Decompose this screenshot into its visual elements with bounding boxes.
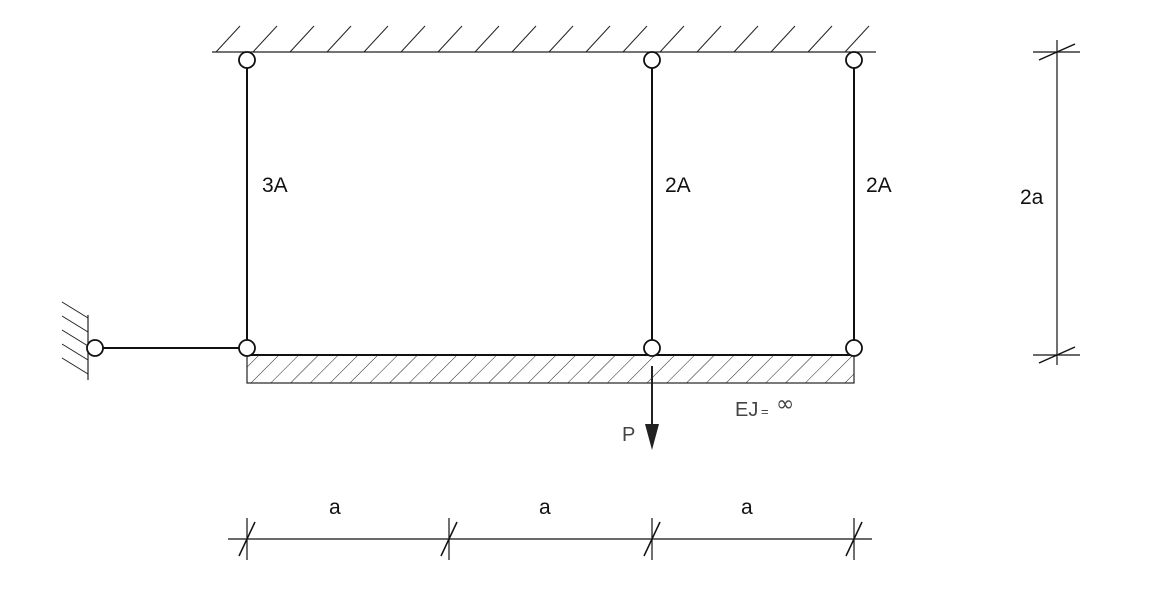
bar-right-label: 2A [866, 174, 892, 197]
stiffness-value: ∞ [776, 392, 794, 417]
hatch-stroke [440, 521, 458, 557]
hinge-top-right [845, 51, 863, 69]
hatch-stroke [548, 25, 574, 53]
hatch-stroke [643, 521, 661, 557]
span-2-label: a [539, 496, 551, 519]
span-1-label: a [329, 496, 341, 519]
beam-stiffness-label: EJ = ∞ [735, 392, 794, 421]
hatch-stroke [696, 25, 722, 53]
hatch-stroke [511, 25, 537, 53]
hinge-bottom-right [845, 339, 863, 357]
left-wall-support [61, 301, 89, 380]
hinge-top-left [238, 51, 256, 69]
hatch-stroke [659, 25, 685, 53]
hatch-stroke [585, 25, 611, 53]
height-dimension [1033, 40, 1080, 365]
bar-left-label: 3A [262, 174, 288, 197]
hinge-bottom-left [238, 339, 256, 357]
hatch-stroke [61, 343, 89, 361]
span-3-label: a [741, 496, 753, 519]
hatch-stroke [437, 25, 463, 53]
bar-middle-label: 2A [665, 174, 691, 197]
hatch-stroke [289, 25, 315, 53]
hatch-stroke [845, 521, 863, 557]
hinge-bottom-middle [643, 339, 661, 357]
height-dimension-label: 2a [1020, 186, 1044, 209]
hatch-stroke [326, 25, 352, 53]
hatch-stroke [733, 25, 759, 53]
hinge-top-middle [643, 51, 661, 69]
rigid-beam [246, 354, 855, 384]
stiffness-prefix: EJ [735, 399, 758, 421]
ceiling-support [212, 25, 876, 53]
hatch-stroke [807, 25, 833, 53]
hatch-stroke [61, 301, 89, 319]
hatch-stroke [770, 25, 796, 53]
hatch-stroke [252, 25, 278, 53]
hatch-stroke [622, 25, 648, 53]
load-arrow [645, 366, 659, 450]
span-dimension [228, 518, 872, 560]
hatch-stroke [400, 25, 426, 53]
hatch-stroke [363, 25, 389, 53]
hatch-stroke [215, 25, 241, 53]
hatch-stroke [844, 25, 870, 53]
hatch-stroke [61, 315, 89, 333]
hinge-wall [86, 339, 104, 357]
load-label: P [622, 424, 635, 446]
hatch-stroke [474, 25, 500, 53]
stiffness-equals: = [761, 404, 769, 419]
hatch-stroke [61, 357, 89, 375]
hatch-stroke [238, 521, 256, 557]
hatch-stroke [61, 329, 89, 347]
hinges [86, 51, 863, 357]
